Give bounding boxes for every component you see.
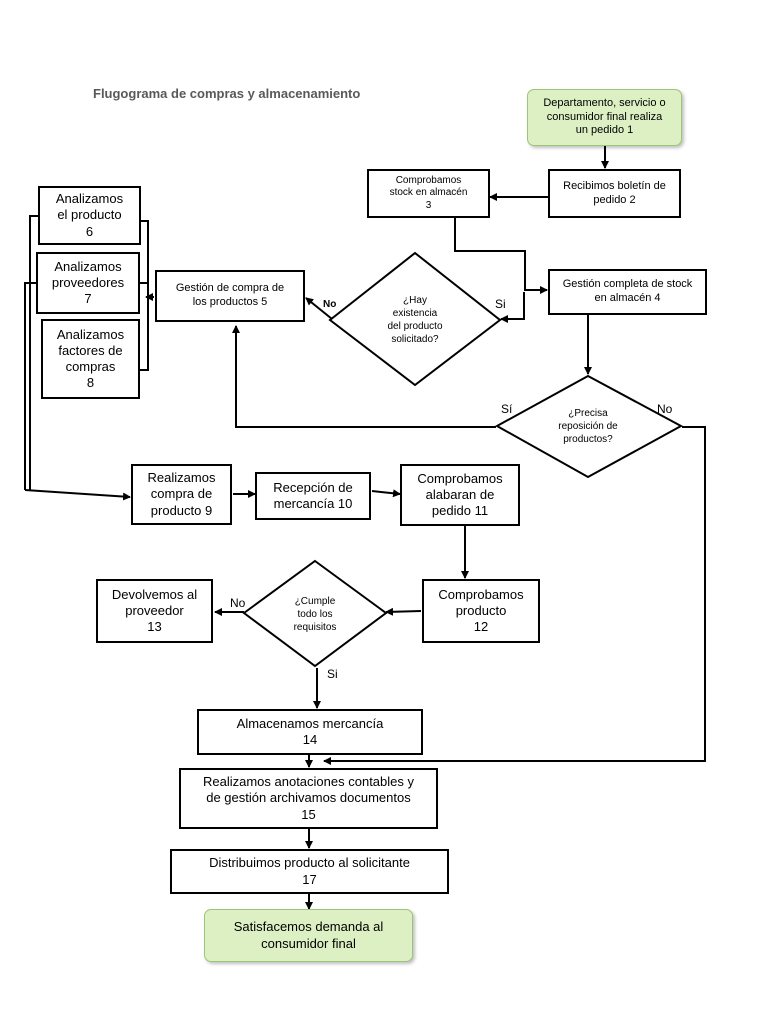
node-3-comprobamos-stock: Comprobamos stock en almacén 3: [367, 169, 490, 218]
node-8-analizamos-factores: Analizamos factores de compras 8: [41, 319, 140, 399]
node-7-line2: proveedores: [51, 274, 125, 290]
node-3-line3: 3: [425, 199, 432, 211]
decision-precisa-line2: reposición de: [558, 420, 618, 432]
node-11-line3: pedido 11: [431, 503, 489, 519]
node-12-line2: producto: [455, 602, 507, 618]
node-1-line1: Departamento, servicio o: [543, 96, 666, 109]
node-12-line3: 12: [473, 619, 489, 635]
node-end-satisfacemos: Satisfacemos demanda al consumidor final: [204, 909, 413, 962]
decision-hay-text: ¿Hay existencia del producto solicitado?: [365, 286, 465, 354]
node-9-line1: Realizamos: [147, 470, 216, 486]
decision-cumple-requisitos: [242, 559, 388, 668]
node-12-comprobamos-producto: Comprobamos producto 12: [422, 579, 540, 643]
arrow-precisa-to-5: [232, 325, 496, 428]
arrow-precisa-to-15: [323, 426, 706, 765]
node-5-line1: Gestión de compra de: [175, 282, 285, 295]
arrow-hay-to-5: [305, 297, 333, 320]
node-5-gestion-compra: Gestión de compra de los productos 5: [155, 270, 305, 322]
arrow-analysis-to-9: [24, 489, 131, 501]
decision-cumple-text: ¿Cumple todo los requisitos: [270, 590, 360, 638]
node-10-recepcion: Recepción de mercancía 10: [255, 472, 371, 520]
node-15-line3: 15: [301, 806, 316, 822]
node-8-line2: factores de: [58, 342, 123, 358]
node-1-pedido: Departamento, servicio o consumidor fina…: [527, 89, 682, 146]
node-14-line2: 14: [302, 732, 318, 747]
node-2-line2: pedido 2: [593, 193, 636, 206]
node-7-line1: Analizamos: [54, 258, 122, 274]
node-13-devolvemos: Devolvemos al proveedor 13: [96, 579, 213, 643]
node-1-line3: un pedido 1: [575, 124, 634, 137]
node-3-line2: stock en almacén: [389, 187, 468, 199]
analysis-bracket: [140, 220, 149, 371]
node-17-line1: Distribuimos producto al solicitante: [209, 855, 410, 871]
decision-hay-line4: solicitado?: [391, 334, 439, 345]
node-15-anotaciones: Realizamos anotaciones contables y de ge…: [179, 768, 438, 829]
decision-cumple-line2: todo los: [297, 608, 333, 620]
node-2-boletin: Recibimos boletín de pedido 2: [548, 169, 681, 218]
arrow-10-to-11: [371, 489, 401, 498]
decision-cumple-line3: requisitos: [293, 621, 337, 633]
node-4-line1: Gestión completa de stock: [562, 278, 693, 291]
decision-precisa-line1: ¿Precisa: [568, 407, 608, 419]
node-4-gestion-stock: Gestión completa de stock en almacén 4: [548, 269, 707, 315]
node-13-line1: Devolvemos al: [111, 586, 198, 602]
node-8-line3: compras: [65, 359, 116, 374]
node-1-line2: consumidor final realiza: [546, 110, 663, 123]
node-9-line3: producto 9: [150, 502, 213, 518]
analysis-bracket-left-2: [24, 282, 36, 490]
label-hay-no: No: [323, 299, 337, 310]
label-cumple-no: No: [230, 596, 246, 610]
node-10-line1: Recepción de: [273, 479, 353, 495]
arrow-3-to-4: [454, 218, 548, 294]
node-11-line1: Comprobamos: [417, 470, 503, 486]
node-7-line3: 7: [84, 291, 92, 307]
label-precisa-no: No: [657, 402, 673, 416]
node-8-line4: 8: [86, 375, 95, 391]
node-8-line1: Analizamos: [56, 326, 125, 342]
arrow-4-to-hay: [500, 292, 525, 323]
node-4-line2: en almacén 4: [594, 292, 661, 304]
node-2-line1: Recibimos boletín de: [563, 179, 666, 192]
label-precisa-si: Sí: [501, 402, 513, 416]
decision-cumple-line1: ¿Cumple: [294, 595, 336, 607]
node-10-line2: mercancía 10: [273, 496, 353, 511]
node-14-almacenamos: Almacenamos mercancía 14: [197, 709, 423, 755]
node-9-line2: compra de: [150, 486, 213, 502]
node-17-distribuimos: Distribuimos producto al solicitante 17: [170, 849, 449, 894]
node-15-line1: Realizamos anotaciones contables y: [202, 774, 414, 790]
arrow-12-to-cumple: [385, 607, 422, 616]
node-13-line2: proveedor: [125, 602, 184, 618]
decision-precisa-text: ¿Precisa reposición de productos?: [538, 402, 638, 450]
node-6-line2: el producto: [57, 207, 122, 223]
label-hay-si: Si: [495, 297, 506, 311]
node-12-line1: Comprobamos: [438, 586, 524, 602]
node-6-analizamos-producto: Analizamos el producto 6: [38, 186, 141, 245]
node-15-line2: de gestión archivamos documentos: [206, 790, 411, 806]
node-17-line2: 17: [302, 871, 317, 887]
node-end-line1: Satisfacemos demanda al: [233, 919, 384, 935]
decision-hay-line2: existencia: [392, 308, 438, 319]
node-3-line1: Comprobamos: [395, 174, 462, 186]
node-11-comprobamos-albaran: Comprobamos alabaran de pedido 11: [400, 464, 520, 526]
decision-hay-line3: del producto: [387, 321, 443, 332]
decision-precisa-reposicion: [494, 374, 684, 479]
node-end-line2: consumidor final: [261, 935, 356, 951]
node-6-line1: Analizamos: [55, 191, 124, 207]
node-7-analizamos-proveedores: Analizamos proveedores 7: [36, 252, 140, 314]
decision-precisa-line3: productos?: [563, 433, 613, 445]
node-13-line3: 13: [147, 619, 162, 635]
node-6-line3: 6: [85, 223, 94, 239]
page-title: Flugograma de compras y almacenamiento: [93, 86, 361, 101]
decision-hay-existencia: [328, 251, 502, 387]
node-11-line2: alabaran de: [425, 486, 495, 502]
node-14-line1: Almacenamos mercancía: [236, 715, 384, 731]
label-cumple-si: Si: [327, 667, 338, 681]
analysis-bracket-left: [29, 215, 38, 490]
node-5-line2: los productos 5: [192, 296, 268, 308]
node-9-realizamos-compra: Realizamos compra de producto 9: [131, 464, 232, 525]
decision-hay-line1: ¿Hay: [403, 295, 427, 306]
